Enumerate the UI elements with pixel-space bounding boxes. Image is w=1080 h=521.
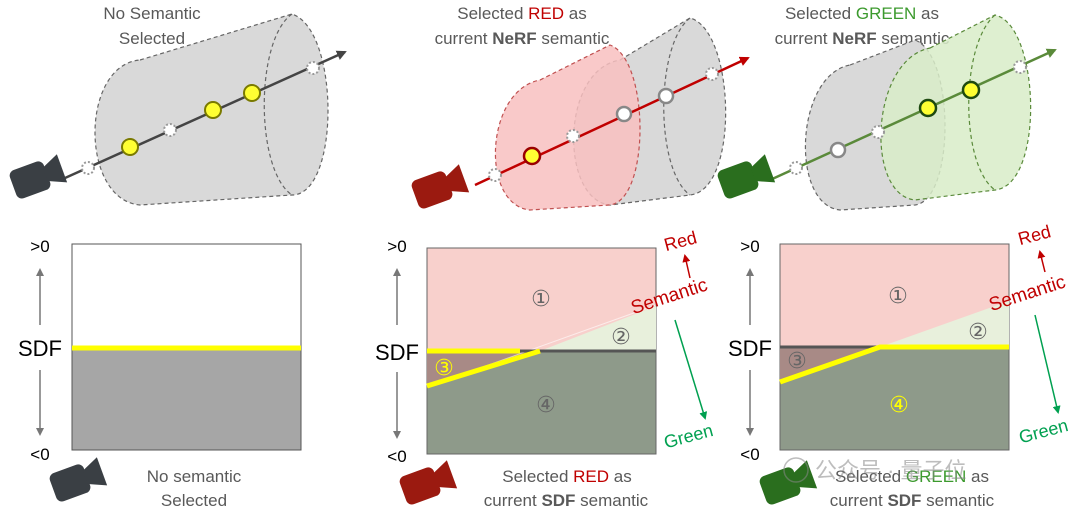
- panel-1-top-caption-line1: No Semantic: [103, 4, 201, 23]
- panel-3-bottom-caption-line2: current SDF semantic: [830, 491, 995, 510]
- sdf-surface-line: [779, 344, 1009, 385]
- region-3-label: ③: [434, 355, 454, 380]
- panel-2-top-caption-line2: current NeRF semantic: [435, 29, 610, 48]
- camera-icon: [399, 460, 458, 505]
- camera-ray: [64, 50, 347, 180]
- panel-1-top-caption-line2: Selected: [119, 29, 185, 48]
- sample-point-dashed: [81, 161, 95, 175]
- axis-top-label: >0: [387, 237, 406, 256]
- semantic-red-label: Red: [662, 227, 699, 255]
- panel-3-top: Selected GREEN as current NeRF semantic: [717, 4, 1057, 211]
- axis-bottom-label: <0: [387, 447, 406, 466]
- semantic-green-arrow: [674, 319, 708, 420]
- region-2-green-positive: [540, 306, 656, 351]
- axis-sdf-label: SDF: [728, 336, 772, 361]
- semantic-red-arrow: [682, 254, 691, 279]
- wechat-icon: [783, 457, 809, 483]
- panel-3-top-caption-line1: Selected GREEN as: [785, 4, 939, 23]
- sample-point-dashed: [488, 168, 502, 182]
- sample-point-dashed: [566, 129, 580, 143]
- sample-point-dashed: [1013, 60, 1027, 74]
- region-2-label: ②: [968, 319, 988, 344]
- panel-2-bottom-caption-line2: current SDF semantic: [484, 491, 649, 510]
- sample-point-dashed: [306, 61, 320, 75]
- region-1-label: ①: [531, 286, 551, 311]
- cylinder-red: [494, 44, 641, 211]
- axis-top-label: >0: [30, 237, 49, 256]
- camera-ray: [769, 48, 1057, 182]
- sample-point-gray: [829, 141, 847, 159]
- camera-icon: [9, 154, 68, 199]
- sample-point-dashed: [705, 67, 719, 81]
- region-4-label: ④: [536, 392, 556, 417]
- camera-ray: [474, 56, 750, 187]
- cylinder-cap: [263, 13, 293, 196]
- sdf-surface-line: [426, 348, 541, 389]
- sample-point-yellow: [522, 146, 542, 166]
- panel-1-bottom: >0 SDF <0 No semantic Selected: [18, 237, 302, 510]
- region-3-label: ③: [787, 348, 807, 373]
- semantic-red-label: Red: [1016, 221, 1053, 249]
- sample-point-yellow: [121, 138, 139, 156]
- sample-point-dashed: [871, 125, 885, 139]
- camera-icon: [49, 457, 108, 502]
- panel-3-bottom-caption-line1: Selected GREEN as: [835, 467, 989, 486]
- camera-icon: [717, 154, 776, 199]
- cylinder-green: [880, 14, 1032, 201]
- axis-bottom-label: <0: [30, 445, 49, 464]
- panel-1-bottom-caption-line1: No semantic: [147, 467, 242, 486]
- sample-point-dashed: [163, 123, 177, 137]
- panel-3-top-caption-line2: current NeRF semantic: [775, 29, 950, 48]
- sdf-positive-region: [71, 243, 302, 349]
- watermark: 公众号 · 量子位: [783, 457, 967, 483]
- axis-top-label: >0: [740, 237, 759, 256]
- panel-2-top-caption-line1: Selected RED as: [457, 4, 586, 23]
- semantic-green-label: Green: [662, 420, 716, 452]
- region-2-label: ②: [611, 324, 631, 349]
- panel-2-top: Selected RED as current NeRF semantic: [411, 4, 750, 211]
- cylinder-cap: [968, 14, 996, 191]
- sample-point-gray: [615, 105, 633, 123]
- watermark-text: 公众号 · 量子位: [815, 458, 967, 483]
- region-1-label: ①: [888, 283, 908, 308]
- sdf-negative-region: [71, 347, 302, 451]
- sample-point-yellow: [918, 98, 938, 118]
- sample-point-yellow: [243, 84, 261, 102]
- sample-point-dashed: [789, 161, 803, 175]
- region-4-label: ④: [889, 392, 909, 417]
- panel-2-bottom-caption-line1: Selected RED as: [502, 467, 631, 486]
- semantic-green-label: Green: [1017, 415, 1071, 447]
- sample-point-gray: [657, 87, 675, 105]
- semantic-red-arrow: [1037, 250, 1046, 273]
- panel-1-bottom-caption-line2: Selected: [161, 491, 227, 510]
- semantic-green-arrow: [1034, 314, 1061, 414]
- axis-sdf-label: SDF: [18, 336, 62, 361]
- camera-icon: [411, 164, 470, 209]
- sample-point-yellow: [961, 80, 981, 100]
- sample-point-yellow: [204, 101, 222, 119]
- axis-sdf-label: SDF: [375, 340, 419, 365]
- panel-2-bottom: >0 SDF <0 ① ② ③ ④ Red Semantic Green Sel…: [375, 227, 715, 510]
- panel-3-bottom: >0 SDF <0 ① ② ③ ④ Red Semantic Green Sel…: [728, 221, 1070, 510]
- region-2-green-positive: [880, 301, 1009, 347]
- panel-1-top: No Semantic Selected: [9, 4, 347, 206]
- axis-bottom-label: <0: [740, 445, 759, 464]
